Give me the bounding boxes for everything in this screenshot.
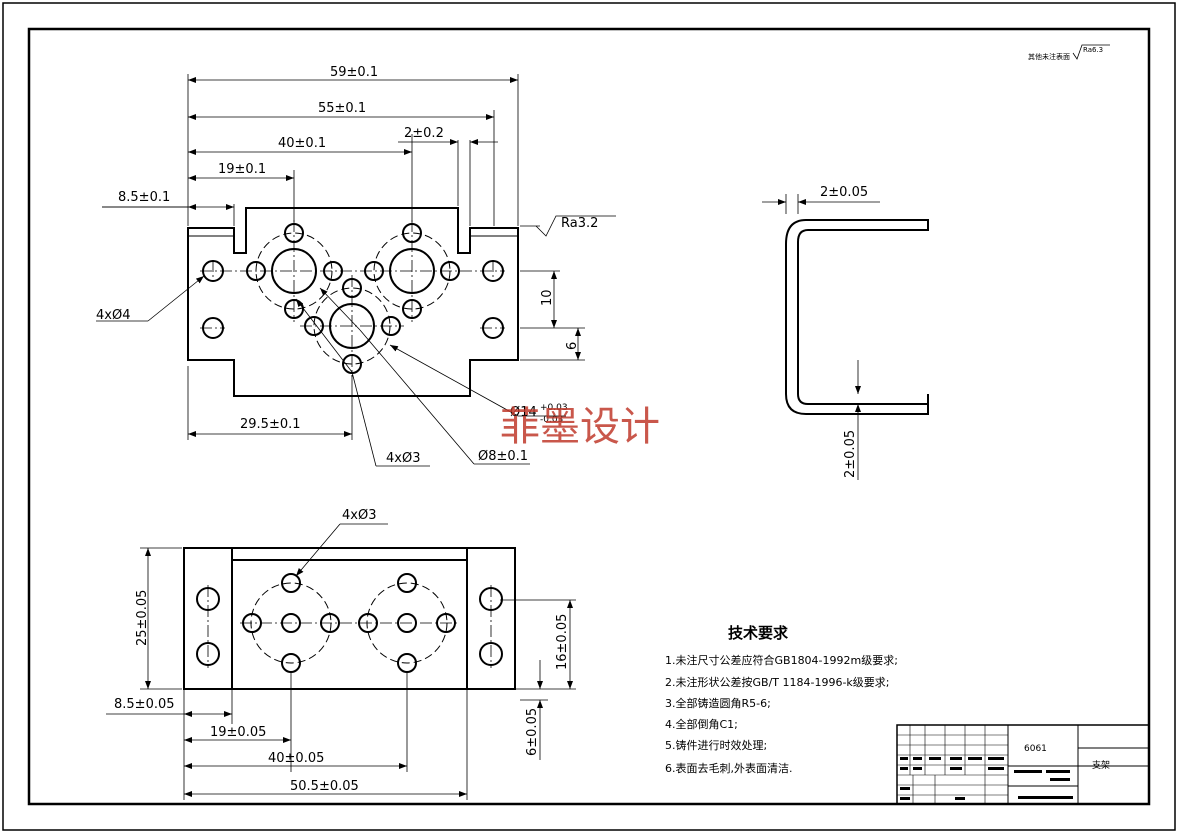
holes-4x3-top: 4xØ3 [386,451,420,466]
tol-phi14-upper: +0.03 [540,403,568,413]
dim-25: 25±0.05 [135,590,150,646]
tol-phi14-lower: -0.03 [540,415,563,425]
dim-6-bottom: 6±0.05 [525,708,540,756]
tech-item-2: 2.未注形状公差按GB/T 1184-1996-k级要求; [665,675,890,689]
tech-item-6: 6.表面去毛刺,外表面清洁. [665,761,793,775]
tech-item-3: 3.全部铸造圆角R5-6; [665,696,771,710]
dim-50-5: 50.5±0.05 [290,779,359,794]
dim-16: 16±0.05 [555,614,570,670]
dim-40: 40±0.1 [278,136,326,151]
dim-2: 2±0.2 [404,126,444,141]
surface-note-symbol: Ra6.3 [1083,46,1103,54]
title-block-name: 支架 [1092,759,1110,771]
dim-29-5: 29.5±0.1 [240,417,301,432]
dim-55: 55±0.1 [318,101,366,116]
top-view-outline [187,207,519,397]
dim-phi8: Ø8±0.1 [478,449,528,464]
inner-border [27,27,1151,806]
dim-8-5: 8.5±0.1 [118,190,170,205]
top-view: 59±0.1 55±0.1 40±0.1 2±0.2 19±0.1 8.5±0.… [96,65,616,467]
side-view-profile [785,219,929,415]
dim-10: 10 [540,289,555,306]
dim-19: 19±0.1 [218,162,266,177]
tech-item-1: 1.未注尺寸公差应符合GB1804-1992m级要求; [665,653,898,667]
dim-phi14: Ø14 [510,405,537,420]
dim-8-5-bottom: 8.5±0.05 [114,697,175,712]
tech-requirements: 技术要求 1.未注尺寸公差应符合GB1804-1992m级要求; 2.未注形状公… [665,624,898,775]
dim-59: 59±0.1 [330,65,378,80]
roughness-ra: Ra3.2 [561,216,598,231]
surface-roughness-note: 其他未注表面 Ra6.3 [1028,44,1110,61]
holes-4x4: 4xØ4 [96,308,130,323]
tech-title: 技术要求 [728,624,789,642]
dim-thickness-top: 2±0.05 [820,185,868,200]
dim-6: 6 [565,342,580,350]
surface-note-text: 其他未注表面 [1028,52,1070,61]
dim-40-bottom: 40±0.05 [268,751,324,766]
holes-4x3-bottom: 4xØ3 [342,508,376,523]
dim-19-bottom: 19±0.05 [210,725,266,740]
title-block: 6061 支架 [896,724,1150,805]
dim-thickness-side: 2±0.05 [843,430,858,478]
watermark: 菲墨设计 [500,404,660,450]
tech-item-4: 4.全部倒角C1; [665,717,738,731]
bottom-view: 4xØ3 25±0.05 16±0.05 8.5±0.05 19±0.05 40… [106,508,576,800]
side-view: 2±0.05 2±0.05 [762,185,929,480]
tech-item-5: 5.铸件进行时效处理; [665,738,767,752]
title-block-material: 6061 [1024,744,1047,754]
